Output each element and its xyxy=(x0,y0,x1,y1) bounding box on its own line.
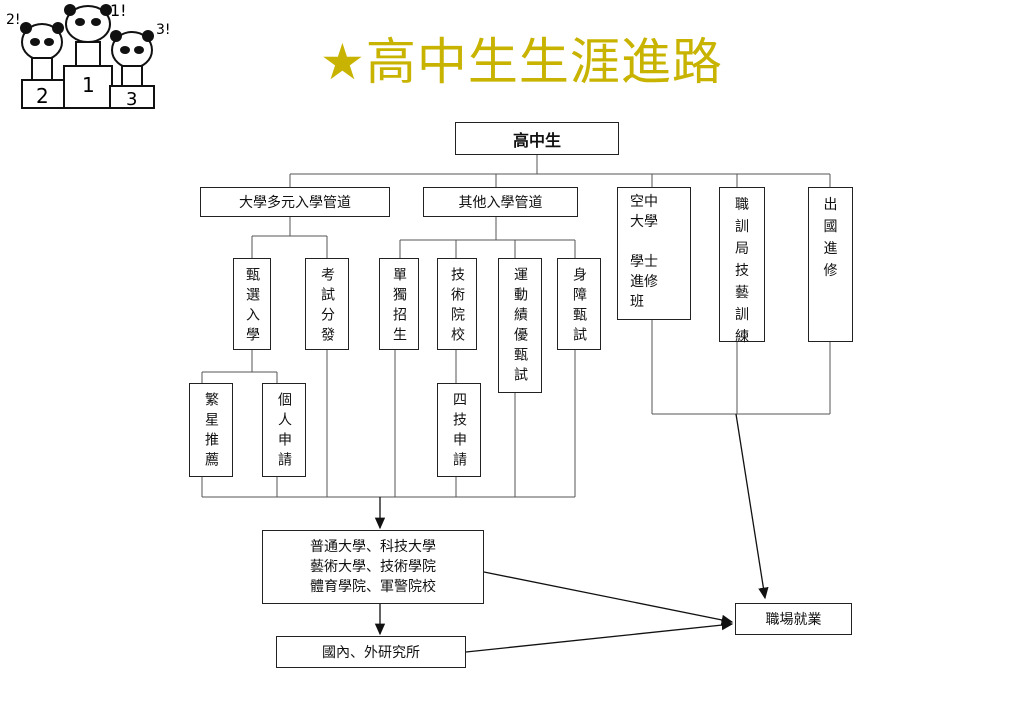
node-graduate-school: 國內、外研究所 xyxy=(276,636,466,668)
panda-right-icon xyxy=(110,30,154,87)
node-independent-recruit: 單獨招生 xyxy=(379,258,419,350)
node-exam-distribution: 考試分發 xyxy=(305,258,349,350)
podium-1: 1 xyxy=(82,73,95,97)
node-study-abroad: 出 國 進 修 xyxy=(808,187,853,342)
node-four-tech-application: 四技申請 xyxy=(437,383,481,477)
node-selection: 甄選入學 xyxy=(233,258,271,350)
node-open-university: 空中 大學 學士 進修 班 xyxy=(617,187,691,320)
node-tech-college: 技術院校 xyxy=(437,258,477,350)
mark-center: 1! xyxy=(110,2,127,20)
node-disabled-exam: 身障甄試 xyxy=(557,258,601,350)
node-high-school: 高中生 xyxy=(455,122,619,155)
title-text: 高中生生涯進路 xyxy=(365,33,723,91)
page-title: ★高中生生涯進路 xyxy=(320,22,723,94)
node-universities: 普通大學、科技大學 藝術大學、技術學院 體育學院、軍警院校 xyxy=(262,530,484,604)
star-icon: ★ xyxy=(320,33,366,91)
node-multi-admission: 大學多元入學管道 xyxy=(200,187,390,217)
node-personal-application: 個人申請 xyxy=(262,383,306,477)
podium-3: 3 xyxy=(126,89,137,110)
podium-2: 2 xyxy=(36,84,49,108)
mark-right: 3! xyxy=(156,22,171,38)
panda-center-icon xyxy=(64,4,112,67)
node-other-admission: 其他入學管道 xyxy=(423,187,578,217)
node-sports-exam: 運動績優甄試 xyxy=(498,258,542,393)
node-vocational-training: 職 訓 局 技 藝 訓 練 xyxy=(719,187,765,345)
panda-left-icon xyxy=(20,22,64,81)
panda-podium-logo: 2! 1! 3! 2 1 3 xyxy=(6,2,171,110)
mark-left: 2! xyxy=(6,12,21,28)
node-star-recommendation: 繁星推薦 xyxy=(189,383,233,477)
node-employment: 職場就業 xyxy=(735,603,852,635)
